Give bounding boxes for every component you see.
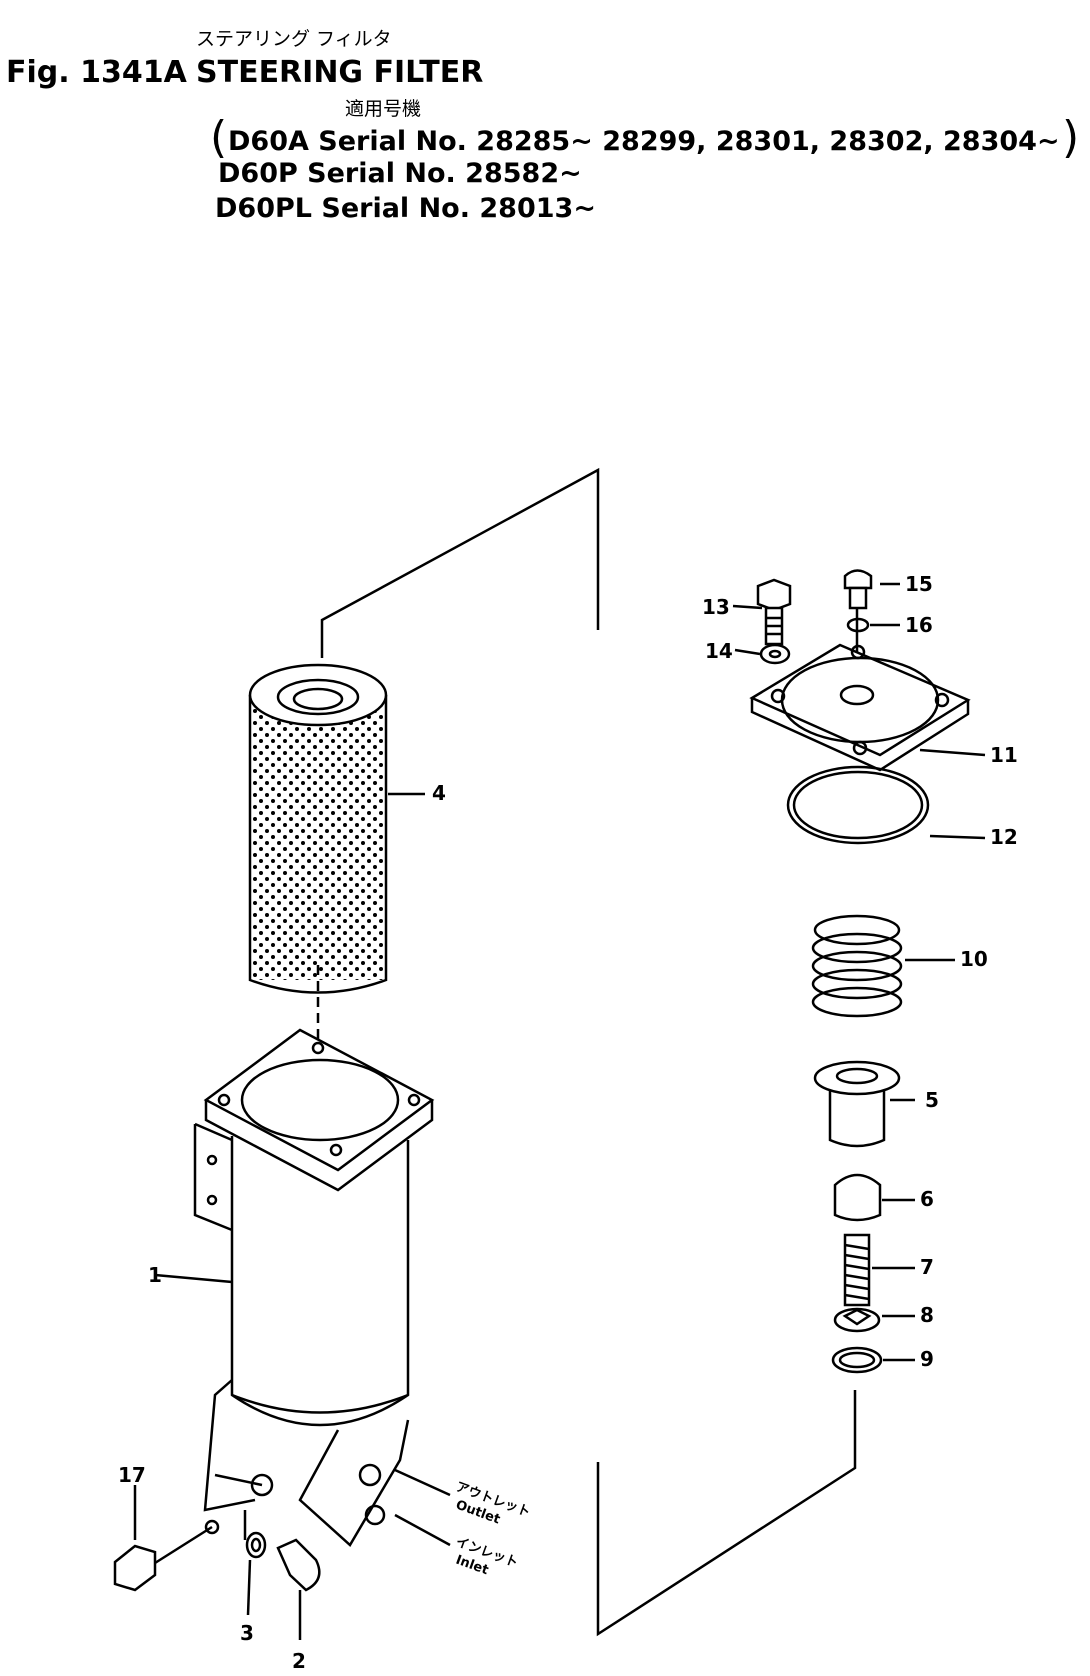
poppet-part-6 xyxy=(833,1173,915,1222)
label-part-12: 12 xyxy=(990,825,1018,849)
label-part-4: 4 xyxy=(432,781,446,805)
label-part-2: 2 xyxy=(292,1649,306,1673)
label-part-5: 5 xyxy=(925,1088,939,1112)
right-bracket: ) xyxy=(1062,112,1080,163)
label-part-10: 10 xyxy=(960,947,988,971)
label-part-17: 17 xyxy=(118,1463,146,1487)
label-part-1: 1 xyxy=(148,1263,162,1287)
left-bracket: ( xyxy=(210,112,228,163)
serial-line-d60p: D60P Serial No. 28582~ xyxy=(218,158,582,189)
label-part-11: 11 xyxy=(990,743,1018,767)
applicable-models-label: 適用号機 xyxy=(345,98,422,120)
spring-part-7 xyxy=(843,1233,915,1307)
label-part-7: 7 xyxy=(920,1255,934,1279)
page-title: STEERING FILTER xyxy=(196,55,484,90)
label-part-9: 9 xyxy=(920,1347,934,1371)
label-part-15: 15 xyxy=(905,572,933,596)
bolt-part-15 xyxy=(843,569,900,610)
assembly-line-top xyxy=(320,467,600,658)
label-part-16: 16 xyxy=(905,613,933,637)
filter-element-part-4 xyxy=(248,663,388,994)
plug-part-17 xyxy=(113,1485,220,1592)
seat-part-8 xyxy=(833,1307,915,1333)
washer-part-16 xyxy=(846,617,900,633)
filter-case-part-1 xyxy=(193,1028,435,1547)
assembly-line-bottom xyxy=(596,1390,857,1637)
bolt-part-2 xyxy=(276,1538,321,1640)
washer-part-3 xyxy=(245,1531,267,1616)
serial-line-d60pl: D60PL Serial No. 28013~ xyxy=(215,193,596,224)
o-ring-part-12 xyxy=(786,765,986,845)
label-part-8: 8 xyxy=(920,1303,934,1327)
cover-part-11 xyxy=(749,643,986,772)
japanese-title: ステアリング フィルタ xyxy=(196,28,392,50)
label-part-3: 3 xyxy=(240,1621,254,1645)
valve-part-5 xyxy=(813,1060,915,1148)
snap-ring-part-9 xyxy=(831,1346,915,1374)
bolt-part-13 xyxy=(732,578,792,646)
label-part-14: 14 xyxy=(705,639,733,663)
label-part-13: 13 xyxy=(702,595,730,619)
spring-part-10 xyxy=(811,914,955,1018)
label-part-6: 6 xyxy=(920,1187,934,1211)
figure-number: Fig. 1341A xyxy=(6,55,187,90)
washer-part-14 xyxy=(734,643,791,665)
serial-line-d60a: D60A Serial No. 28285~ 28299, 28301, 283… xyxy=(228,126,1060,157)
